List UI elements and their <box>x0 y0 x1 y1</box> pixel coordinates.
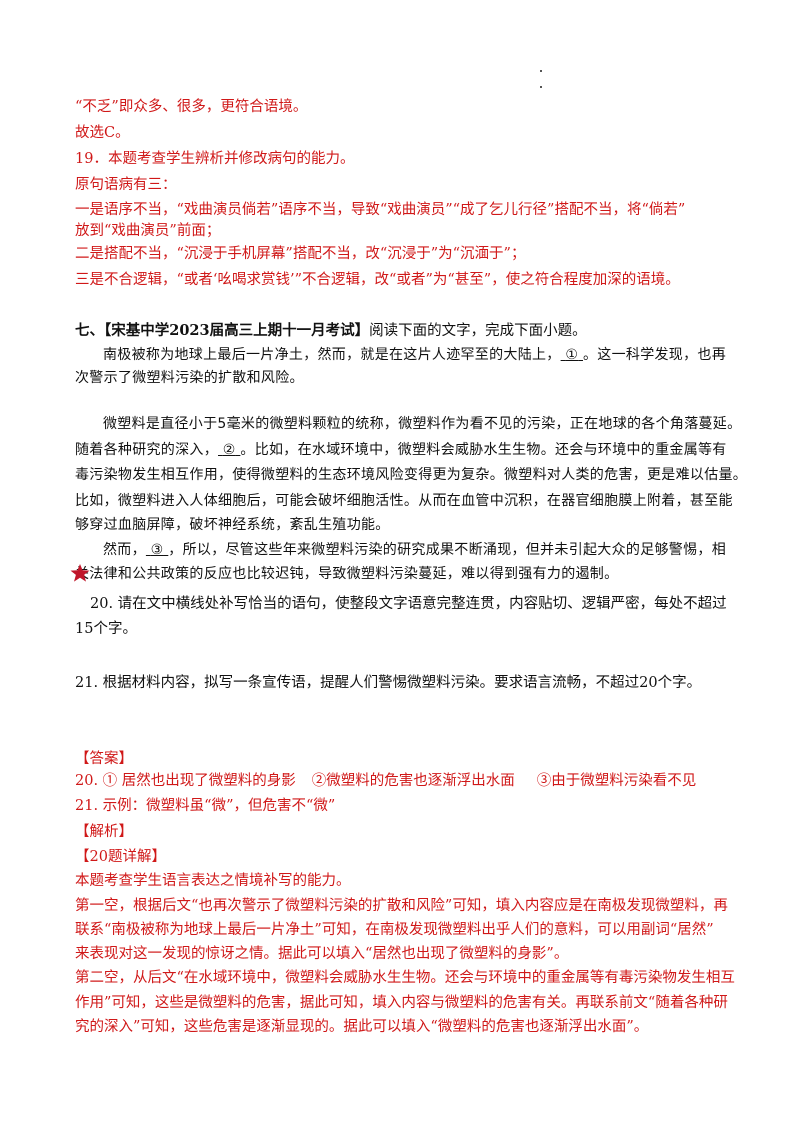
explanation-line: 第一空，根据后文“也再次警示了微塑料污染的扩散和风险”可知，填入内容应是在南极发… <box>75 898 728 914</box>
answer-line: 一是语序不当，“戏曲演员倘若”语序不当，导致“戏曲演员”“成了乞儿行径”搭配不当… <box>75 202 686 218</box>
answer-line: 三是不合逻辑，“或者‘吆喝求赏钱’”不合逻辑，改“或者”为“甚至”，使之符合程度… <box>75 272 680 288</box>
star-icon <box>70 564 90 582</box>
answer-21: 21. 示例：微塑料虽“微”，但危害不“微” <box>75 798 336 814</box>
explanation-line: 作用”可知，这些是微塑料的危害，据此可知，填入内容与微塑料的危害有关。再联系前文… <box>75 995 728 1011</box>
section-heading: 七、【宋基中学2023届高三上期十一月考试】阅读下面的文字，完成下面小题。 <box>75 321 587 341</box>
explanation-line: 联系“南极被称为地球上最后一片净土”可知，在南极发现微塑料出乎人们的意料，可以用… <box>75 922 714 938</box>
dot <box>540 70 542 72</box>
passage-line: 毒污染物发生相互作用，使得微塑料的生态环境风险变得更为复杂。微塑料对人类的危害，… <box>75 467 748 483</box>
answer-line: 19．本题考查学生辨析并修改病句的能力。 <box>75 151 355 167</box>
analysis-label: 【解析】 <box>75 824 133 840</box>
answer-20-blank-2: ②微塑料的危害也逐渐浮出水面 <box>311 773 515 789</box>
passage-line: 关法律和公共政策的反应也比较迟钝，导致微塑料污染蔓延，难以得到强有力的遏制。 <box>75 566 619 582</box>
question-20: 20. 请在文中横线处补写恰当的语句，使整段文字语意完整连贯，内容贴切、逻辑严密… <box>90 596 727 612</box>
passage-line: 南极被称为地球上最后一片净土，然而，就是在这片人迹罕至的大陆上， ① 。这一科学… <box>103 345 726 365</box>
explanation-line: 究的深入”可知，这些危害是逐渐显现的。据此可以填入“微塑料的危害也逐渐浮出水面”… <box>75 1019 649 1035</box>
answer-20: 20. ① 居然也出现了微塑料的身影 ②微塑料的危害也逐渐浮出水面 ③由于微塑料污染… <box>75 771 696 791</box>
passage-text: 。比如，在水域环境中，微塑料会威胁水生生物。还会与环境中的重金属等有 <box>240 442 727 458</box>
corner-dots <box>540 70 546 102</box>
question-20-cont: 15个字。 <box>75 621 137 637</box>
detail-label: 【20题详解】 <box>75 849 166 865</box>
answer-line: “不乏”即众多、很多，更符合语境。 <box>75 99 308 115</box>
dot <box>540 86 542 88</box>
blank-2: ② <box>218 442 240 458</box>
passage-line: 微塑料是直径小于5毫米的微塑料颗粒的统称，微塑料作为看不见的污染，正在地球的各个… <box>103 416 742 432</box>
answer-20-blank-1: 20. ① 居然也出现了微塑料的身影 <box>75 773 296 789</box>
blank-3: ③ <box>146 542 168 558</box>
explanation-line: 来表现对这一发现的惊讶之情。据此可以填入“居然也出现了微塑料的身影”。 <box>75 946 569 962</box>
answer-line: 二是搭配不当，“沉浸于手机屏幕”搭配不当，改“沉浸于”为“沉湎于”； <box>75 246 526 262</box>
blank-number: ① <box>565 347 579 363</box>
answer-line: 故选C。 <box>75 125 130 141</box>
blank-1: ① <box>561 347 583 363</box>
section-instruction: 阅读下面的文字，完成下面小题。 <box>369 323 587 339</box>
answer-line: 原句语病有三： <box>75 177 177 193</box>
section-prefix: 七、 <box>75 322 104 339</box>
passage-text: ，所以，尽管这些年来微塑料污染的研究成果不断涌现，但并未引起大众的足够警惕，相 <box>168 542 726 558</box>
blank-number: ② <box>222 442 236 458</box>
passage-text: 。这一科学发现，也再 <box>583 347 726 363</box>
explanation-line: 第二空，从后文“在水域环境中，微塑料会威胁水生生物。还会与环境中的重金属等有毒污… <box>75 970 735 986</box>
passage-line: 然而， ③ ，所以，尽管这些年来微塑料污染的研究成果不断涌现，但并未引起大众的足… <box>103 540 726 560</box>
passage-text: 随着各种研究的深入， <box>75 442 218 458</box>
answer-line: 放到“戏曲演员”前面； <box>75 223 221 239</box>
explanation-line: 本题考查学生语言表达之情境补写的能力。 <box>75 873 351 889</box>
section-source: 【宋基中学2023届高三上期十一月考试】 <box>104 322 370 339</box>
passage-line: 够穿过血脑屏障，破坏神经系统，紊乱生殖功能。 <box>75 517 390 533</box>
passage-line: 随着各种研究的深入， ② 。比如，在水域环境中，微塑料会威胁水生生物。还会与环境… <box>75 440 727 460</box>
passage-line: 次警示了微塑料污染的扩散和风险。 <box>75 370 304 386</box>
blank-number: ③ <box>150 542 164 558</box>
passage-line: 比如，微塑料进入人体细胞后，可能会破坏细胞活性。从而在血管中沉积，在器官细胞膜上… <box>75 493 733 509</box>
answer-20-blank-3: ③由于微塑料污染看不见 <box>536 773 697 789</box>
answer-label: 【答案】 <box>75 751 133 767</box>
passage-text: 然而， <box>103 542 146 558</box>
passage-text: 南极被称为地球上最后一片净土，然而，就是在这片人迹罕至的大陆上， <box>103 347 561 363</box>
question-21: 21. 根据材料内容，拟写一条宣传语，提醒人们警惕微塑料污染。要求语言流畅，不超… <box>75 675 702 691</box>
